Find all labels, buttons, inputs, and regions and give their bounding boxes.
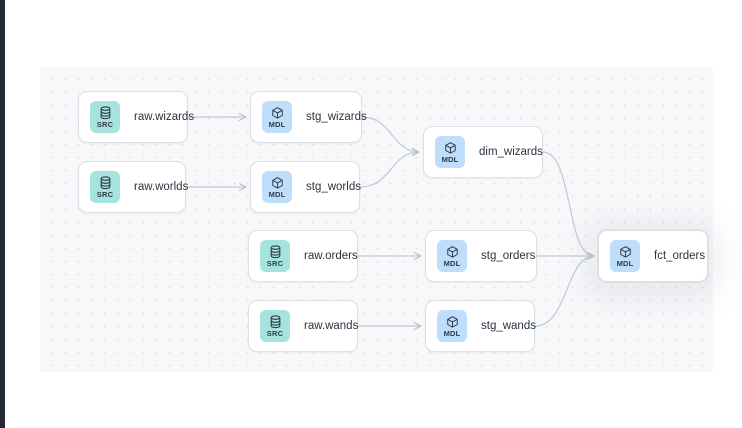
node-label: raw.worlds [134,181,189,193]
node-label: raw.wands [304,320,359,332]
model-badge-label: MDL [616,258,634,268]
node-dim-wizards[interactable]: MDL dim_wizards [423,126,543,178]
model-badge-label: MDL [268,119,286,129]
source-badge: SRC [90,101,120,133]
model-badge-label: MDL [443,328,461,338]
node-label: fct_orders [654,250,706,262]
node-label: stg_wizards [306,111,367,123]
node-stg-worlds[interactable]: MDL stg_worlds [250,161,361,213]
node-label: raw.wizards [134,111,195,123]
node-label: stg_worlds [306,181,361,193]
model-badge: MDL [262,101,292,133]
node-label: raw.orders [304,250,358,262]
model-badge-label: MDL [268,189,286,199]
source-badge: SRC [260,240,290,272]
source-badge-label: SRC [96,119,114,129]
source-badge-label: SRC [266,258,284,268]
source-badge-label: SRC [266,328,284,338]
node-fct-orders[interactable]: MDL fct_orders [598,230,708,282]
node-raw-wizards[interactable]: SRC raw.wizards [78,91,194,143]
node-label: stg_orders [481,250,536,262]
source-badge-label: SRC [96,189,114,199]
model-badge: MDL [437,310,467,342]
node-raw-orders[interactable]: SRC raw.orders [248,230,358,282]
edge-stg-worlds-dim-wizards [359,148,420,188]
node-stg-orders[interactable]: MDL stg_orders [425,230,537,282]
node-raw-worlds[interactable]: SRC raw.worlds [78,161,189,213]
edge-stg-wands-fct-orders [534,252,595,327]
lineage-canvas[interactable]: SRC raw.wizards SRC raw.worlds [40,67,713,372]
model-badge: MDL [435,136,465,168]
model-badge-label: MDL [443,258,461,268]
node-label: stg_wands [481,320,536,332]
model-badge-label: MDL [441,154,459,164]
left-nav-rail [0,0,5,428]
node-label: dim_wizards [479,146,543,158]
edge-dim-wizards-fct-orders [542,151,595,260]
model-badge: MDL [262,171,292,203]
model-badge: MDL [610,240,640,272]
source-badge: SRC [90,171,120,203]
model-badge: MDL [437,240,467,272]
node-stg-wands[interactable]: MDL stg_wands [425,300,536,352]
node-stg-wizards[interactable]: MDL stg_wizards [250,91,367,143]
edge-stg-wizards-dim-wizards [361,116,420,156]
source-badge: SRC [260,310,290,342]
node-raw-wands[interactable]: SRC raw.wands [248,300,358,352]
